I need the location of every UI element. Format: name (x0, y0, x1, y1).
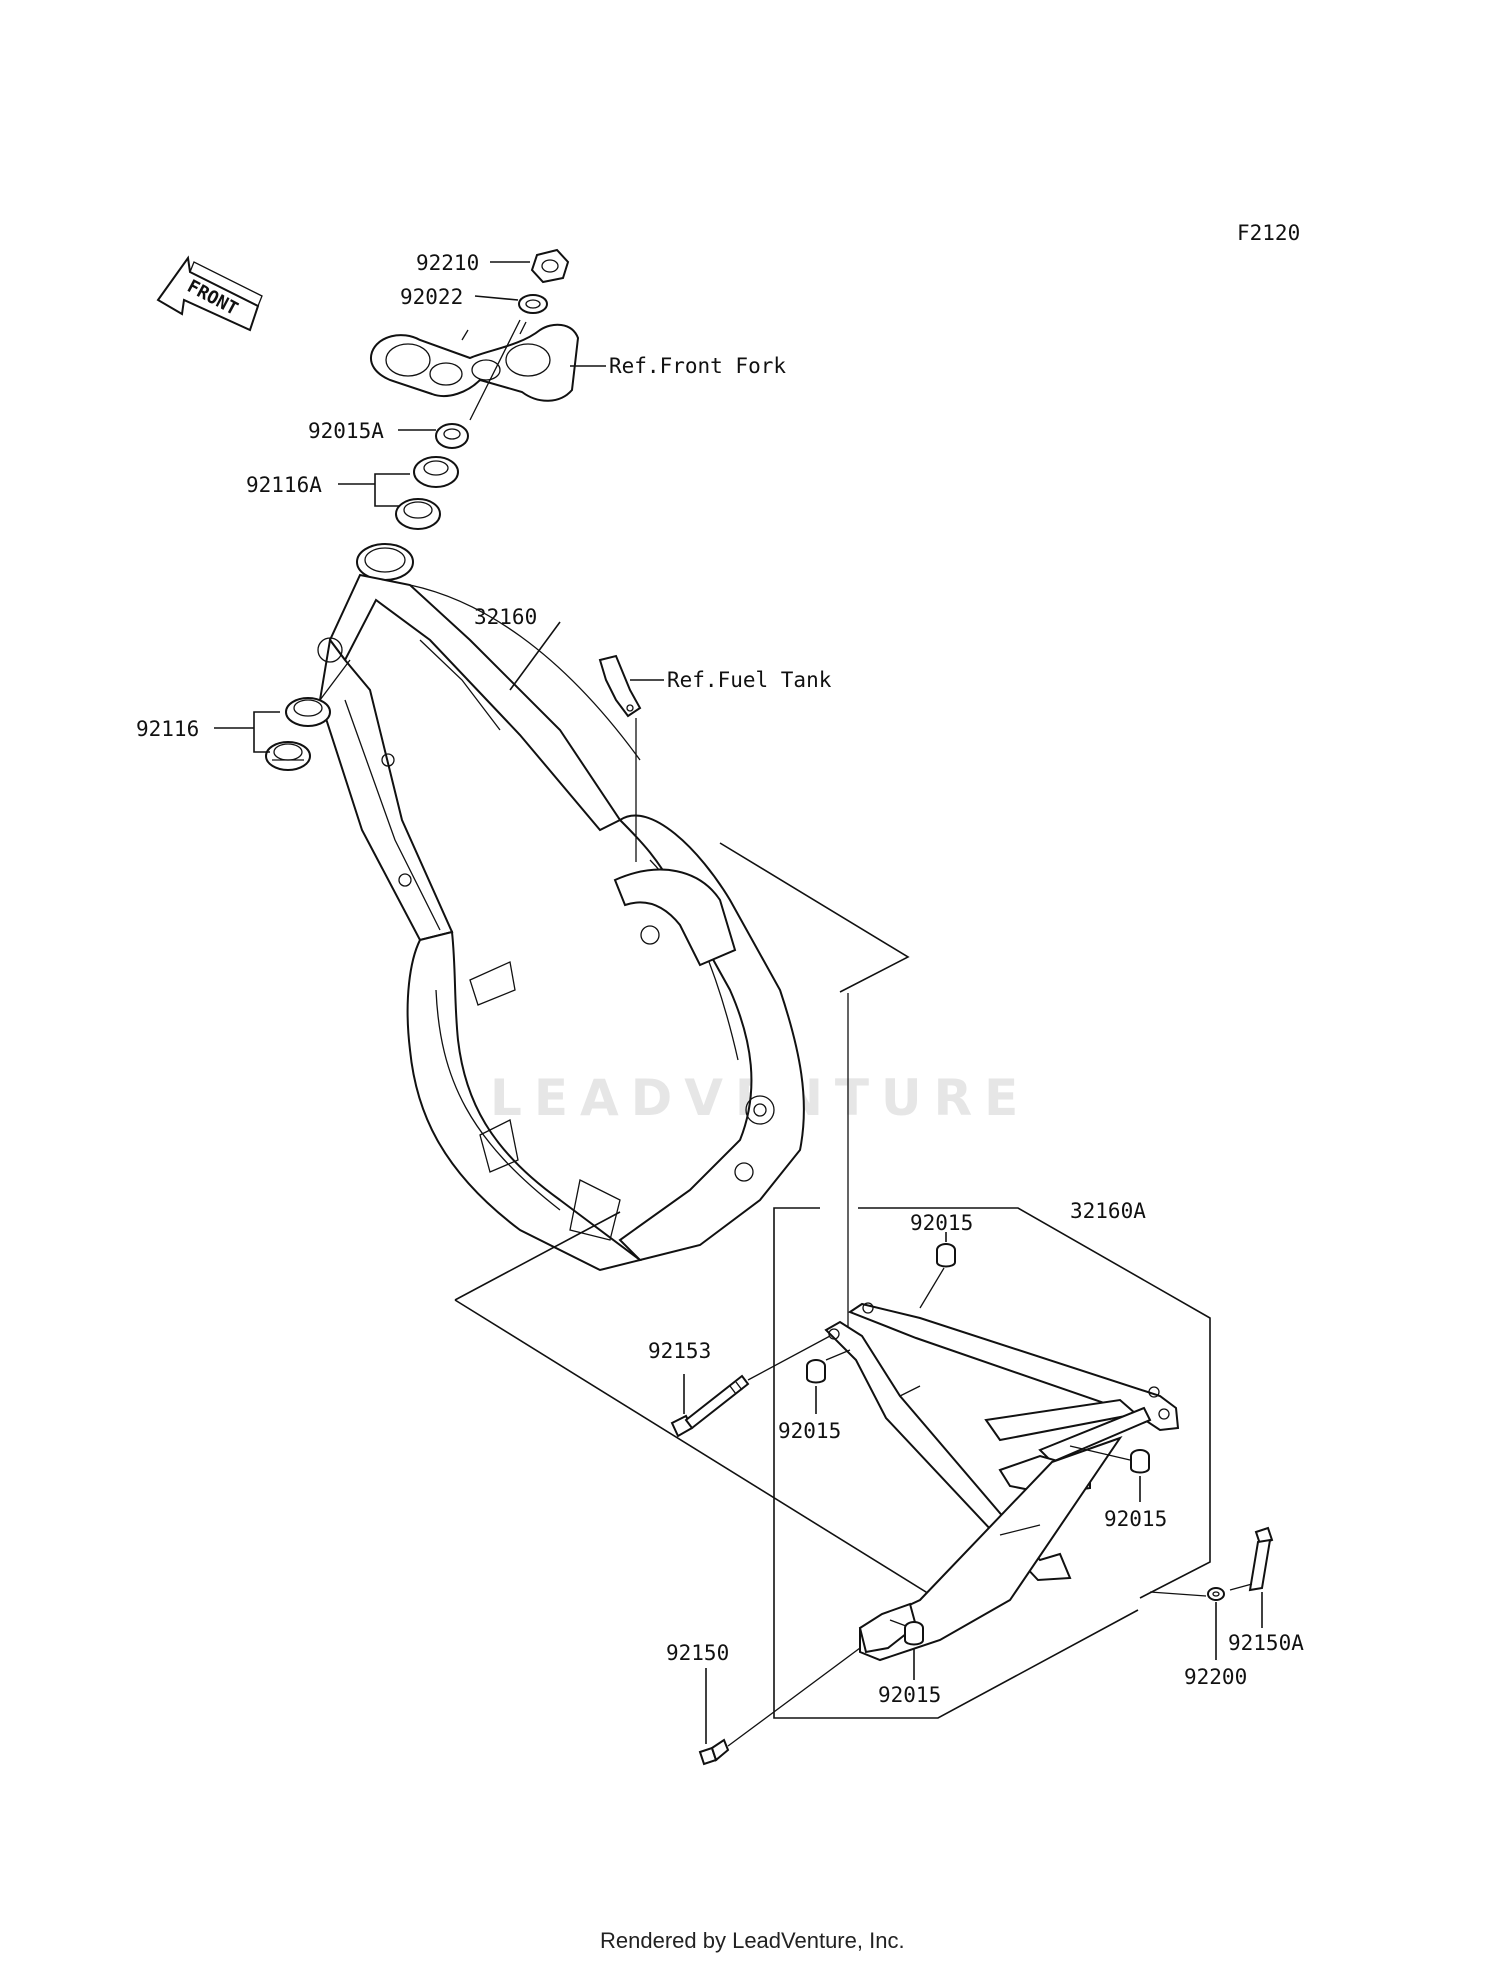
label-92150A: 92150A (1228, 1631, 1304, 1655)
fuel-tank-bracket (598, 654, 642, 718)
bolt-92150 (698, 1738, 730, 1766)
label-92015-bottom: 92015 (878, 1683, 941, 1707)
rear-subframe-32160A (824, 1302, 1180, 1662)
ref-fuel-tank: Ref.Fuel Tank (667, 668, 832, 692)
label-92015-left: 92015 (778, 1419, 841, 1443)
bearing-92116 (265, 697, 331, 771)
bolt-92153 (670, 1374, 750, 1438)
label-32160A: 32160A (1070, 1199, 1146, 1223)
label-92116: 92116 (136, 717, 199, 741)
steering-stem-head (370, 321, 580, 402)
washer-92200 (1207, 1587, 1225, 1601)
label-92015-top: 92015 (910, 1211, 973, 1235)
label-92022: 92022 (400, 285, 463, 309)
front-arrow-icon: FRONT (156, 255, 263, 332)
footer-credit: Rendered by LeadVenture, Inc. (600, 1928, 905, 1953)
collar-92015-top (936, 1243, 956, 1268)
label-92153: 92153 (648, 1339, 711, 1363)
figure-code: F2120 (1237, 221, 1300, 245)
label-92210: 92210 (416, 251, 479, 275)
collar-92015-left (806, 1359, 826, 1384)
nut-92015A (435, 423, 469, 449)
label-92015-right: 92015 (1104, 1507, 1167, 1531)
label-92015A: 92015A (308, 419, 384, 443)
label-92200: 92200 (1184, 1665, 1247, 1689)
bolt-92150A (1248, 1526, 1274, 1592)
collar-92015-bottom (904, 1621, 924, 1646)
ref-front-fork: Ref.Front Fork (609, 354, 786, 378)
label-32160: 32160 (474, 605, 537, 629)
label-92116A: 92116A (246, 473, 322, 497)
collar-92015-right (1130, 1449, 1150, 1474)
nut-92210 (530, 248, 570, 284)
label-92150: 92150 (666, 1641, 729, 1665)
bearing-92116A (395, 456, 459, 530)
washer-92022 (518, 294, 548, 314)
main-frame-32160 (317, 543, 805, 1272)
